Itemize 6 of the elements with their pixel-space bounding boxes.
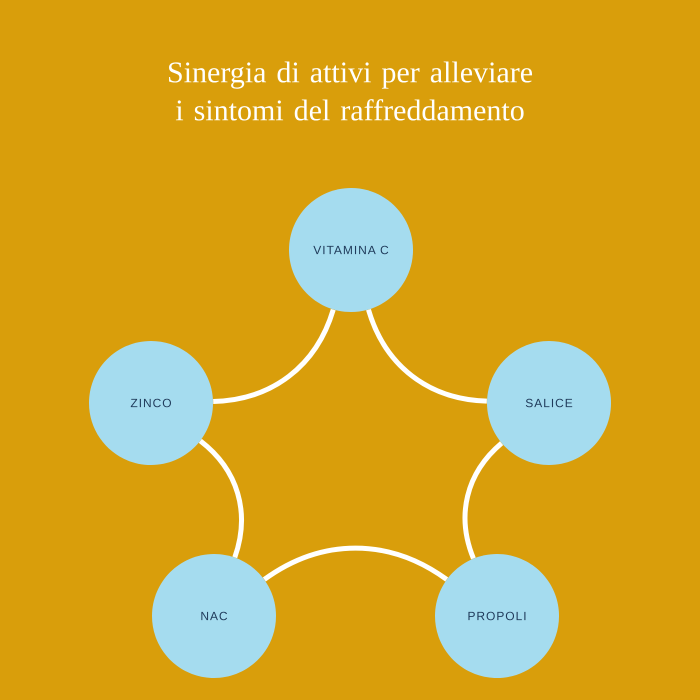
ring-arc [462, 441, 504, 560]
title: Sinergia di attivi per alleviare i sintomi del raffreddamento [169, 61, 532, 121]
ring-arc [213, 308, 336, 404]
ring-arc [366, 308, 488, 404]
ring-arc [198, 438, 244, 558]
ring-arc [262, 546, 448, 582]
